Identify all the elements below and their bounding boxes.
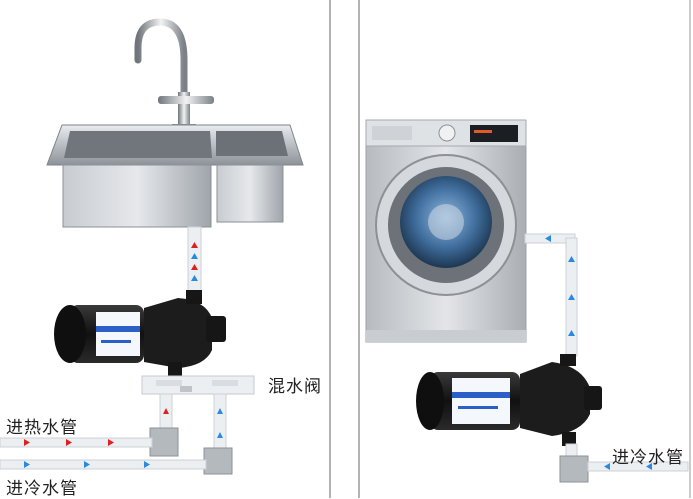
- cold-arrow-marks: [191, 253, 198, 281]
- left-water-pump: [54, 290, 226, 376]
- right-water-pump: [416, 354, 602, 446]
- hot-inlet-label: 进热水管: [6, 418, 78, 438]
- cold-inlet-label-left: 进冷水管: [6, 479, 78, 499]
- mixing-valve-manifold: [141, 375, 255, 395]
- mixing-valve-label: 混水阀: [268, 377, 322, 397]
- cold-inlet-arrows: [24, 461, 150, 468]
- washing-machine: [365, 119, 527, 343]
- cold-inlet-label-right: 进冷水管: [612, 448, 684, 468]
- hot-arrow-marks: [191, 242, 198, 270]
- hot-inlet-arrows: [24, 439, 114, 446]
- faucet: [134, 18, 214, 130]
- kitchen-sink: [46, 124, 304, 228]
